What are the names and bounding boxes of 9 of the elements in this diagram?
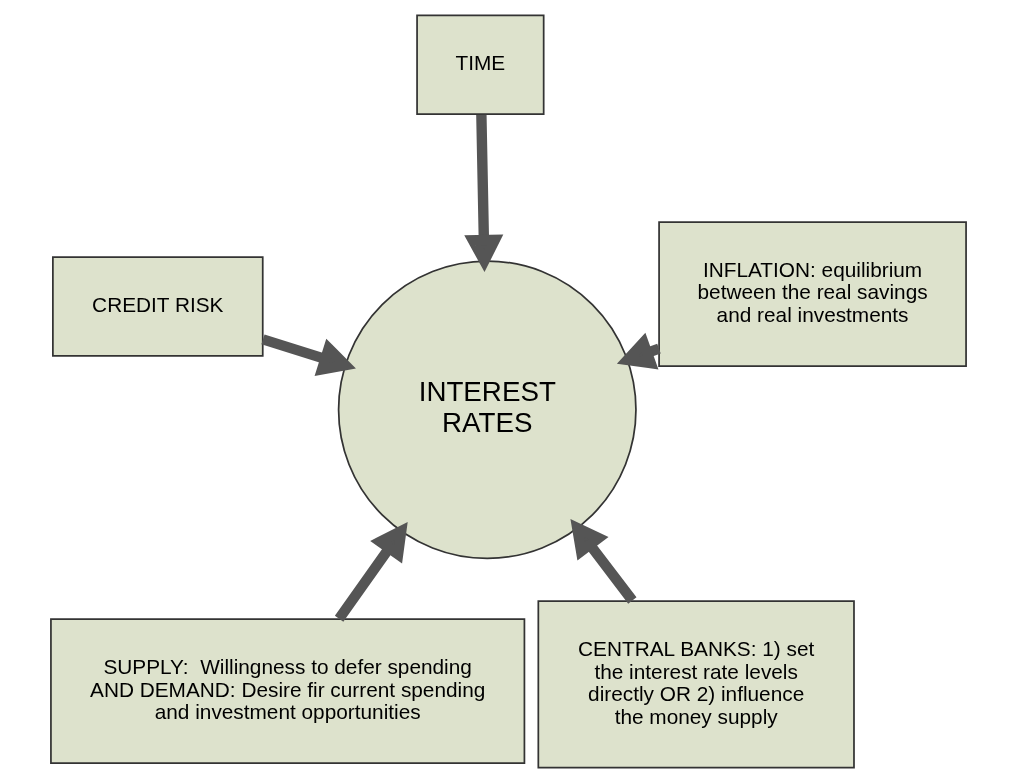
arrow: [463, 114, 503, 273]
arrow: [334, 521, 408, 622]
node-box: CREDIT RISK: [51, 256, 264, 357]
arrow: [260, 334, 356, 377]
node-box: TIME: [415, 14, 545, 116]
node-box: SUPPLY: Willingness to defer spending AND DEMAND: Desire fir current spending and investment opportunities: [49, 618, 525, 765]
arrow: [569, 519, 636, 604]
node-box: INFLATION: equilibrium between the real savings and real investments: [657, 221, 967, 367]
node-box: CENTRAL BANKS: 1) set the interest rate levels directly OR 2) influence the money supply: [536, 600, 855, 769]
